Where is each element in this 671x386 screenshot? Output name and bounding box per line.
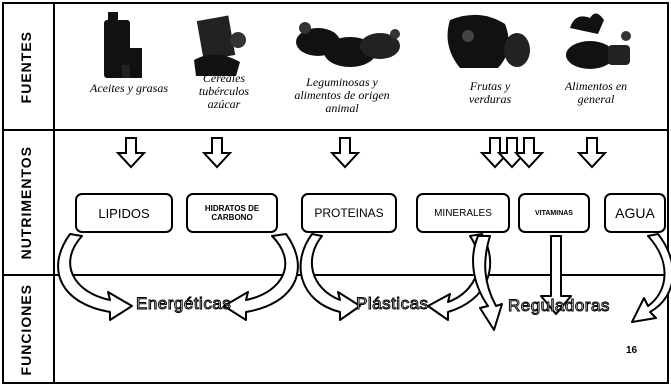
nutrient-label-vitaminas: VITAMINAS — [535, 209, 573, 217]
nutrient-label-agua: AGUA — [615, 205, 655, 221]
down-arrow-7 — [576, 137, 608, 169]
nutrient-box-proteinas: PROTEINAS — [301, 193, 397, 233]
down-arrow-3 — [329, 137, 361, 169]
row-label-nutrimentos: NUTRIMENTOS — [18, 146, 34, 260]
nutrient-label-lipidos: LIPIDOS — [98, 205, 150, 221]
function-label-energeticas: Energéticas — [135, 294, 232, 314]
nutrient-box-minerales: MINERALES — [416, 193, 510, 233]
curve-arrow-regulatory-center — [540, 235, 572, 315]
curve-arrow-regulatory-right — [631, 233, 671, 323]
nutrient-box-agua: AGUA — [604, 193, 666, 233]
row-label-funciones: FUNCIONES — [18, 284, 34, 376]
curve-arrow-regulatory-left — [472, 235, 503, 331]
down-arrow-1 — [115, 137, 147, 169]
nutrient-box-lipidos: LIPIDOS — [75, 193, 173, 233]
page-number: 16 — [626, 345, 638, 356]
cereal-icon — [194, 15, 246, 76]
legumes-meat-icon — [296, 22, 400, 67]
curve-arrow-plastic-left — [299, 233, 361, 321]
source-label-alimentos: Alimentos en general — [564, 79, 628, 106]
fruits-vegetables-icon — [447, 14, 530, 68]
nutrient-label-minerales: MINERALES — [434, 207, 492, 219]
oil-bottle-icon — [104, 12, 142, 78]
function-label-reguladoras: Reguladoras — [508, 296, 610, 316]
nutrient-box-vitaminas: VITAMINAS — [518, 193, 590, 233]
nutrient-box-hidratos: HIDRATOS DE CARBONO — [186, 193, 278, 233]
source-label-leguminosas: Leguminosas y alimentos de origen animal — [294, 75, 390, 115]
down-arrow-2 — [201, 137, 233, 169]
source-label-aceites: Aceites y grasas — [90, 81, 168, 95]
source-label-frutas: Frutas y verduras — [468, 79, 512, 106]
nutrient-label-hidratos: HIDRATOS DE CARBONO — [204, 204, 260, 222]
function-label-plasticas: Plásticas — [356, 294, 429, 314]
down-arrow-6 — [513, 137, 545, 169]
general-foods-icon — [566, 13, 631, 69]
curve-arrow-energetic-left — [57, 233, 133, 321]
down-arrow-5 — [496, 137, 528, 169]
row-label-fuentes: FUENTES — [18, 30, 34, 104]
curve-arrow-energetic-right — [223, 233, 299, 321]
source-label-cereales: Cereales tubérculos azúcar — [198, 71, 250, 111]
nutrient-label-proteinas: PROTEINAS — [314, 206, 384, 220]
down-arrow-4 — [479, 137, 511, 169]
